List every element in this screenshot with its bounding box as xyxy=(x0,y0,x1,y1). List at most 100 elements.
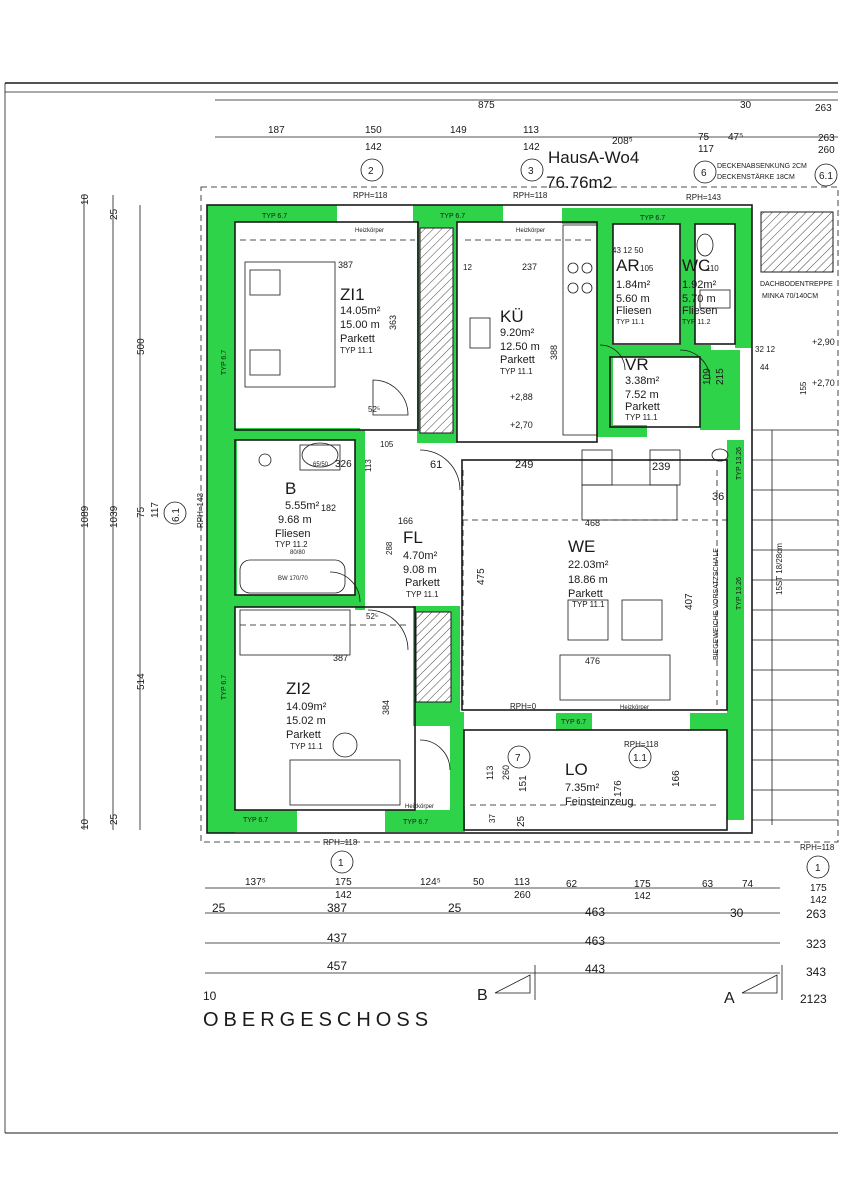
dim-top-30: 30 xyxy=(740,100,752,111)
room-name: WC xyxy=(682,256,710,275)
dim-top-260: 260 xyxy=(818,145,835,156)
room-name: AR xyxy=(616,256,640,275)
wall-type-9: TYP 13.26 xyxy=(736,447,743,480)
dim-left-1089: 1089 xyxy=(80,505,91,528)
dimension-lines xyxy=(83,99,838,974)
room-perimeter: 15.02 m xyxy=(286,715,326,727)
room-name: KÜ xyxy=(500,307,524,326)
room-type: TYP 11.1 xyxy=(572,600,605,609)
room-name: LO xyxy=(565,760,588,779)
rph-5: RPH=118 xyxy=(323,838,358,847)
dim-top-187: 187 xyxy=(268,125,285,136)
dim-bot-260: 260 xyxy=(514,890,531,901)
svg-text:44: 44 xyxy=(760,363,769,372)
room-ar: AR 1.84m² 5.60 m Fliesen TYP 11.1 xyxy=(616,256,651,326)
svg-text:36: 36 xyxy=(712,491,724,503)
floor-label: OBERGESCHOSS xyxy=(203,1009,433,1031)
dim-bot-457: 457 xyxy=(327,959,347,973)
svg-text:239: 239 xyxy=(652,461,670,473)
wall-type-10: TYP 13.26 xyxy=(736,577,743,610)
svg-text:388: 388 xyxy=(549,345,559,360)
sheet-frame xyxy=(4,82,838,1134)
dim-bot-387: 387 xyxy=(327,901,347,915)
svg-text:166: 166 xyxy=(671,770,682,787)
room-area: 4.70m² xyxy=(403,550,438,562)
svg-text:52⁵: 52⁵ xyxy=(366,612,378,621)
dim-bot-137: 137⁵ xyxy=(245,877,266,888)
svg-text:+2,90: +2,90 xyxy=(812,337,835,347)
dim-top-117: 117 xyxy=(698,144,714,155)
room-b: B 5.55m² 9.68 m Fliesen TYP 11.2 xyxy=(275,479,320,549)
svg-text:387: 387 xyxy=(338,260,353,270)
room-perimeter: 5.60 m xyxy=(616,293,650,305)
room-perimeter: 18.86 m xyxy=(568,574,608,586)
room-type: TYP 11.1 xyxy=(406,590,439,599)
rph-6: RPH=118 xyxy=(800,843,835,852)
dim-left-10b: 10 xyxy=(80,818,91,830)
axis-6: 6 xyxy=(701,168,707,179)
fixture-notes: Heizkörper Heizkörper Heizkörper Heizkör… xyxy=(278,228,835,810)
svg-text:151: 151 xyxy=(518,775,529,792)
dim-bot-74: 74 xyxy=(742,879,754,890)
rph-2: RPH=118 xyxy=(513,191,548,200)
dim-bot-25b: 25 xyxy=(448,901,462,915)
dim-bot-443: 443 xyxy=(585,962,605,976)
dim-top-75: 75 xyxy=(698,132,710,143)
axis-3: 3 xyxy=(528,166,534,177)
dim-bot-30: 30 xyxy=(730,906,744,920)
inner-dimensions: 387 363 237 388 249 61 468 476 407 166 4… xyxy=(321,260,808,827)
dim-top-149: 149 xyxy=(450,125,467,136)
svg-text:384: 384 xyxy=(381,700,391,715)
svg-text:237: 237 xyxy=(522,262,537,272)
svg-text:475: 475 xyxy=(476,568,487,585)
room-kue: KÜ 9.20m² 12.50 m Parkett TYP 11.1 xyxy=(500,307,540,376)
svg-text:+2,70: +2,70 xyxy=(510,420,533,430)
room-type: TYP 11.2 xyxy=(275,540,308,549)
room-type: TYP 11.1 xyxy=(340,346,373,355)
room-floor: Parkett xyxy=(568,588,603,600)
dim-left-10a: 10 xyxy=(80,193,91,205)
wall-type-5: TYP 6.7 xyxy=(221,675,228,700)
attic-stair-1: DACHBODENTREPPE xyxy=(760,281,833,288)
dim-bot-50: 50 xyxy=(473,877,485,888)
room-area: 1.84m² xyxy=(616,279,651,291)
svg-text:Heizkörper: Heizkörper xyxy=(620,705,649,711)
room-floor: Parkett xyxy=(340,333,375,345)
section-mark-b: B xyxy=(477,987,488,1004)
svg-text:326: 326 xyxy=(335,459,352,470)
section-mark-a: A xyxy=(724,990,735,1007)
room-zi1: ZI1 14.05m² 15.00 m Parkett TYP 11.1 xyxy=(340,285,381,355)
dim-bot-463b: 463 xyxy=(585,934,605,948)
room-area: 1.92m² xyxy=(682,279,717,291)
dim-top-142a: 142 xyxy=(365,142,382,153)
svg-text:110: 110 xyxy=(706,264,719,273)
svg-text:15ST 18/28cm: 15ST 18/28cm xyxy=(775,543,784,595)
bed-zi1 xyxy=(244,261,336,388)
dim-bot-175b: 175 xyxy=(634,879,651,890)
staircase xyxy=(752,429,838,825)
axis-6-1-top: 6.1 xyxy=(819,171,833,182)
room-floor: Parkett xyxy=(405,577,440,589)
room-floor: Fliesen xyxy=(616,305,651,317)
axis-1-1: 1.1 xyxy=(633,753,647,764)
svg-text:Heizkörper: Heizkörper xyxy=(405,804,434,810)
axis-6-1-left: 6.1 xyxy=(171,508,182,522)
svg-text:52⁵: 52⁵ xyxy=(368,405,380,414)
dim-top-875: 875 xyxy=(478,100,495,111)
dim-bot-62: 62 xyxy=(566,879,578,890)
dim-left-75: 75 xyxy=(136,506,147,518)
rph-8: RPH=0 xyxy=(510,702,537,711)
rph-7: RPH=118 xyxy=(624,740,659,749)
room-wc: WC 1.92m² 5.70 m Fliesen TYP 11.2 xyxy=(682,256,717,326)
svg-text:407: 407 xyxy=(684,593,695,610)
wall-outlines xyxy=(206,204,834,834)
dim-bot-437: 437 xyxy=(327,931,347,945)
dim-bot-113: 113 xyxy=(514,877,530,888)
room-floor: Fliesen xyxy=(682,305,717,317)
room-type: TYP 11.1 xyxy=(616,319,645,326)
dim-bot-263: 263 xyxy=(806,907,826,921)
room-perimeter: 9.68 m xyxy=(278,514,312,526)
svg-text:105: 105 xyxy=(640,264,654,273)
dim-top-113: 113 xyxy=(523,125,539,136)
dim-top-208: 208⁵ xyxy=(612,136,633,147)
